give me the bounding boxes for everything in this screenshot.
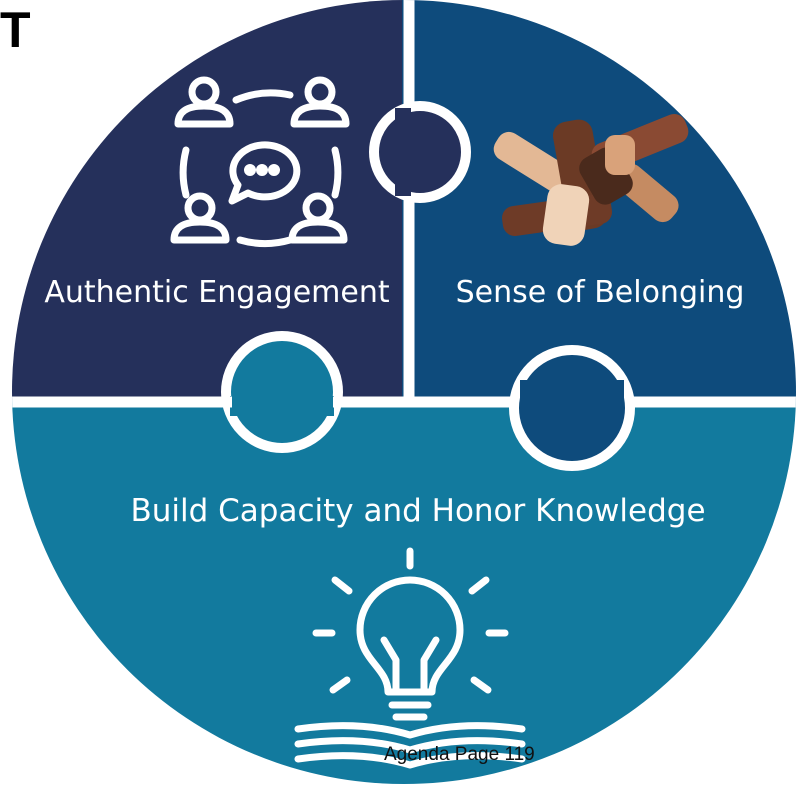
lightbulb-book-icon — [294, 547, 526, 769]
tab-bottom-to-left — [221, 331, 343, 453]
corner-letter: T — [0, 2, 31, 58]
people-circle-chat-icon — [170, 76, 350, 247]
stacked-hands-icon — [493, 113, 689, 246]
build-capacity-piece — [12, 400, 796, 784]
authentic-engagement-label: Authentic Engagement — [44, 275, 390, 310]
agenda-page-label: Agenda Page 119 — [384, 744, 535, 765]
tab-left-to-right — [369, 101, 471, 203]
sense-of-belonging-label: Sense of Belonging — [456, 275, 745, 310]
build-capacity-label: Build Capacity and Honor Knowledge — [130, 493, 705, 529]
tab-right-to-bottom — [509, 345, 635, 471]
authentic-engagement-piece — [12, 0, 402, 400]
